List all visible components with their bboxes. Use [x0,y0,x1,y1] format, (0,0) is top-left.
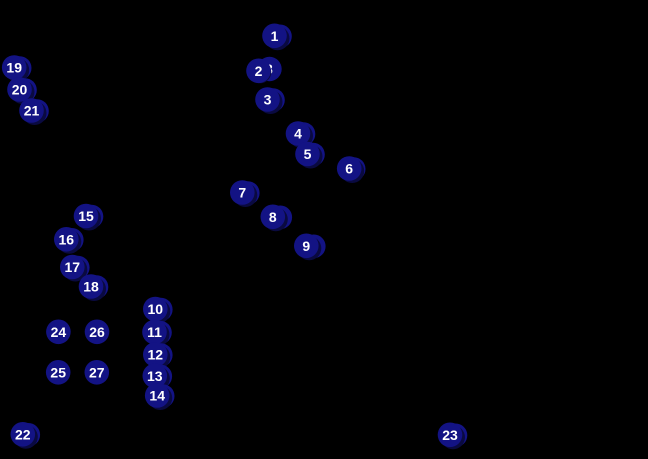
svg-text:2: 2 [255,63,263,79]
svg-text:4: 4 [294,126,302,142]
svg-text:8: 8 [269,209,277,225]
svg-text:17: 17 [65,259,81,275]
svg-text:23: 23 [442,427,458,443]
svg-text:20: 20 [12,82,28,98]
svg-text:15: 15 [78,208,94,224]
svg-text:9: 9 [302,238,310,254]
svg-text:7: 7 [238,185,246,201]
svg-text:22: 22 [15,427,31,443]
svg-text:13: 13 [147,368,163,384]
svg-text:6: 6 [345,161,353,177]
svg-text:24: 24 [51,324,67,340]
svg-text:16: 16 [59,232,75,248]
svg-text:25: 25 [50,365,66,381]
svg-text:18: 18 [83,279,99,295]
svg-text:14: 14 [149,388,165,404]
svg-text:26: 26 [89,324,105,340]
svg-text:21: 21 [24,103,40,119]
svg-text:1: 1 [271,28,279,44]
svg-text:3: 3 [264,92,272,108]
svg-text:10: 10 [148,301,164,317]
svg-text:27: 27 [89,365,105,381]
svg-text:5: 5 [304,146,312,162]
svg-text:12: 12 [148,347,164,363]
svg-text:11: 11 [147,324,162,340]
svg-text:19: 19 [6,60,22,76]
